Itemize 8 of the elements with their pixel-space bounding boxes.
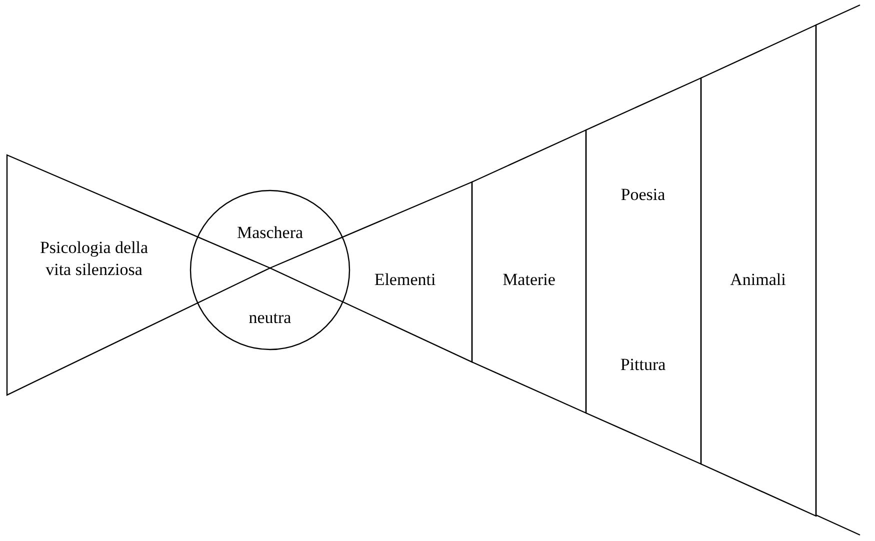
node-label: Psicologia della vita silenziosa [38,237,150,281]
node-label: Maschera [236,222,304,244]
node-label: Pittura [619,354,667,376]
node-label: Materie [502,269,556,291]
node-label: Elementi [373,269,437,291]
node-label: neutra [248,307,292,329]
node-label: Animali [729,269,787,291]
node-label: Poesia [620,184,666,206]
